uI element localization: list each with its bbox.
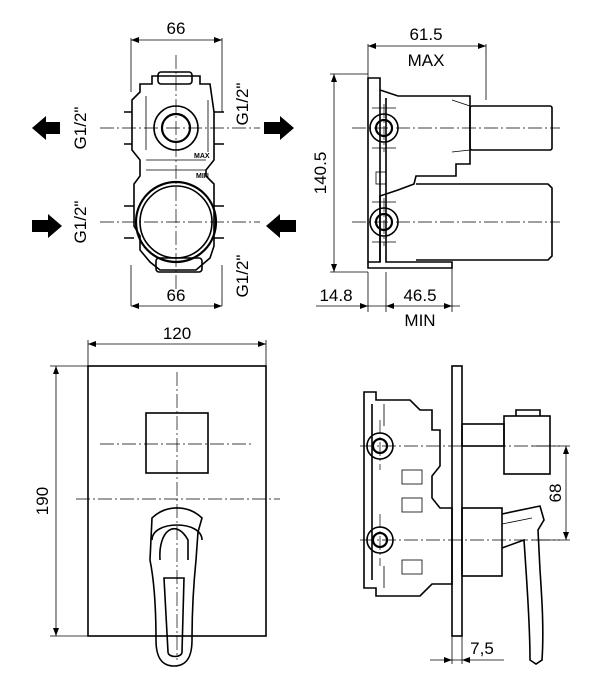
valve-front-view: 66 66 MAX MIN G1/2" G1/2" G1/2" G1/2" — [32, 19, 296, 309]
marking-max: MAX — [194, 153, 210, 160]
dim-61-5-max: MAX — [408, 51, 445, 70]
dim-46-5-min: MIN — [404, 311, 435, 330]
arrow-in-right-bottom-icon — [266, 214, 296, 238]
port-label-top-right: G1/2" — [233, 83, 252, 126]
dim-66-bottom: 66 — [167, 286, 186, 305]
arrow-in-left-icon — [32, 214, 62, 238]
dim-66-top: 66 — [167, 19, 186, 38]
dim-61-5: 61.5 — [409, 25, 442, 44]
valve-side-view: 61.5 MAX 140.5 14.8 46.5 MIN — [311, 25, 560, 330]
port-label-lower-left: G1/2" — [71, 201, 90, 244]
marking-min: MIN — [196, 173, 209, 180]
port-label-bottom-right: G1/2" — [233, 255, 252, 298]
dim-68: 68 — [546, 484, 565, 503]
dim-140-5: 140.5 — [311, 152, 330, 195]
arrow-out-left-icon — [32, 116, 60, 140]
dim-7-5: 7,5 — [470, 639, 494, 658]
port-label-upper-left: G1/2" — [71, 107, 90, 150]
dim-46-5: 46.5 — [403, 286, 436, 305]
plate-front-view: 120 190 — [33, 324, 280, 667]
assembly-side-view: 68 7,5 — [360, 365, 570, 665]
arrow-in-right-top-icon — [264, 116, 294, 140]
dim-190: 190 — [33, 487, 52, 515]
dim-14-8: 14.8 — [319, 286, 352, 305]
dim-120: 120 — [163, 324, 191, 343]
